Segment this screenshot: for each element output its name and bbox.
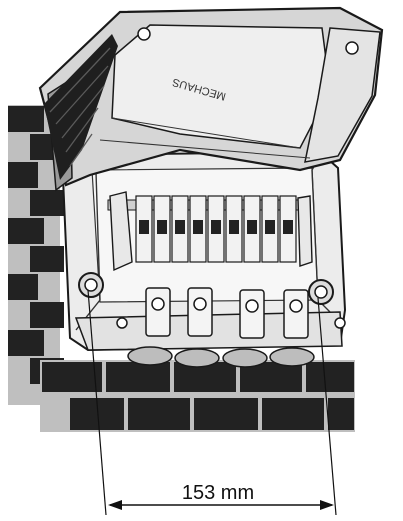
terminal-block xyxy=(279,195,297,263)
extension-line-right xyxy=(317,297,337,516)
arrow-left-icon xyxy=(108,500,122,510)
cable-clamps xyxy=(145,287,309,339)
terminal-block xyxy=(261,195,279,263)
cable-clamp xyxy=(187,287,213,337)
open-lid: MECHAUS xyxy=(38,6,384,192)
cable-gland xyxy=(174,348,220,368)
terminal-block xyxy=(207,195,225,263)
dimension-annotation: 153 mm xyxy=(87,289,337,516)
terminal-block xyxy=(225,195,243,263)
screw-icon xyxy=(116,317,128,329)
terminal-block xyxy=(171,195,189,263)
arrow-right-icon xyxy=(320,500,334,510)
cable-clamp xyxy=(239,289,265,339)
cable-clamp xyxy=(283,289,309,339)
cable-gland xyxy=(269,347,315,367)
terminal-block xyxy=(243,195,261,263)
cable-glands xyxy=(127,346,315,368)
terminal-block xyxy=(153,195,171,263)
screw-icon xyxy=(137,27,151,41)
terminal-block xyxy=(189,195,207,263)
cable-clamp xyxy=(145,287,171,337)
brick-wall-bottom xyxy=(40,360,355,432)
mounting-hole-right xyxy=(308,279,334,305)
mounting-hole-left xyxy=(78,272,104,298)
extension-line-left xyxy=(87,289,107,516)
mounting-holes xyxy=(78,272,346,329)
screw-icon xyxy=(334,317,346,329)
vent-grille xyxy=(44,34,118,180)
brick-wall-left xyxy=(8,105,64,405)
screw-icon xyxy=(345,41,359,55)
cable-gland xyxy=(222,348,268,368)
dimension-label: 153 mm xyxy=(182,482,254,504)
cable-gland xyxy=(127,346,173,366)
brick-wall xyxy=(8,105,355,432)
terminal-blocks xyxy=(109,191,313,272)
terminal-block xyxy=(135,195,153,263)
